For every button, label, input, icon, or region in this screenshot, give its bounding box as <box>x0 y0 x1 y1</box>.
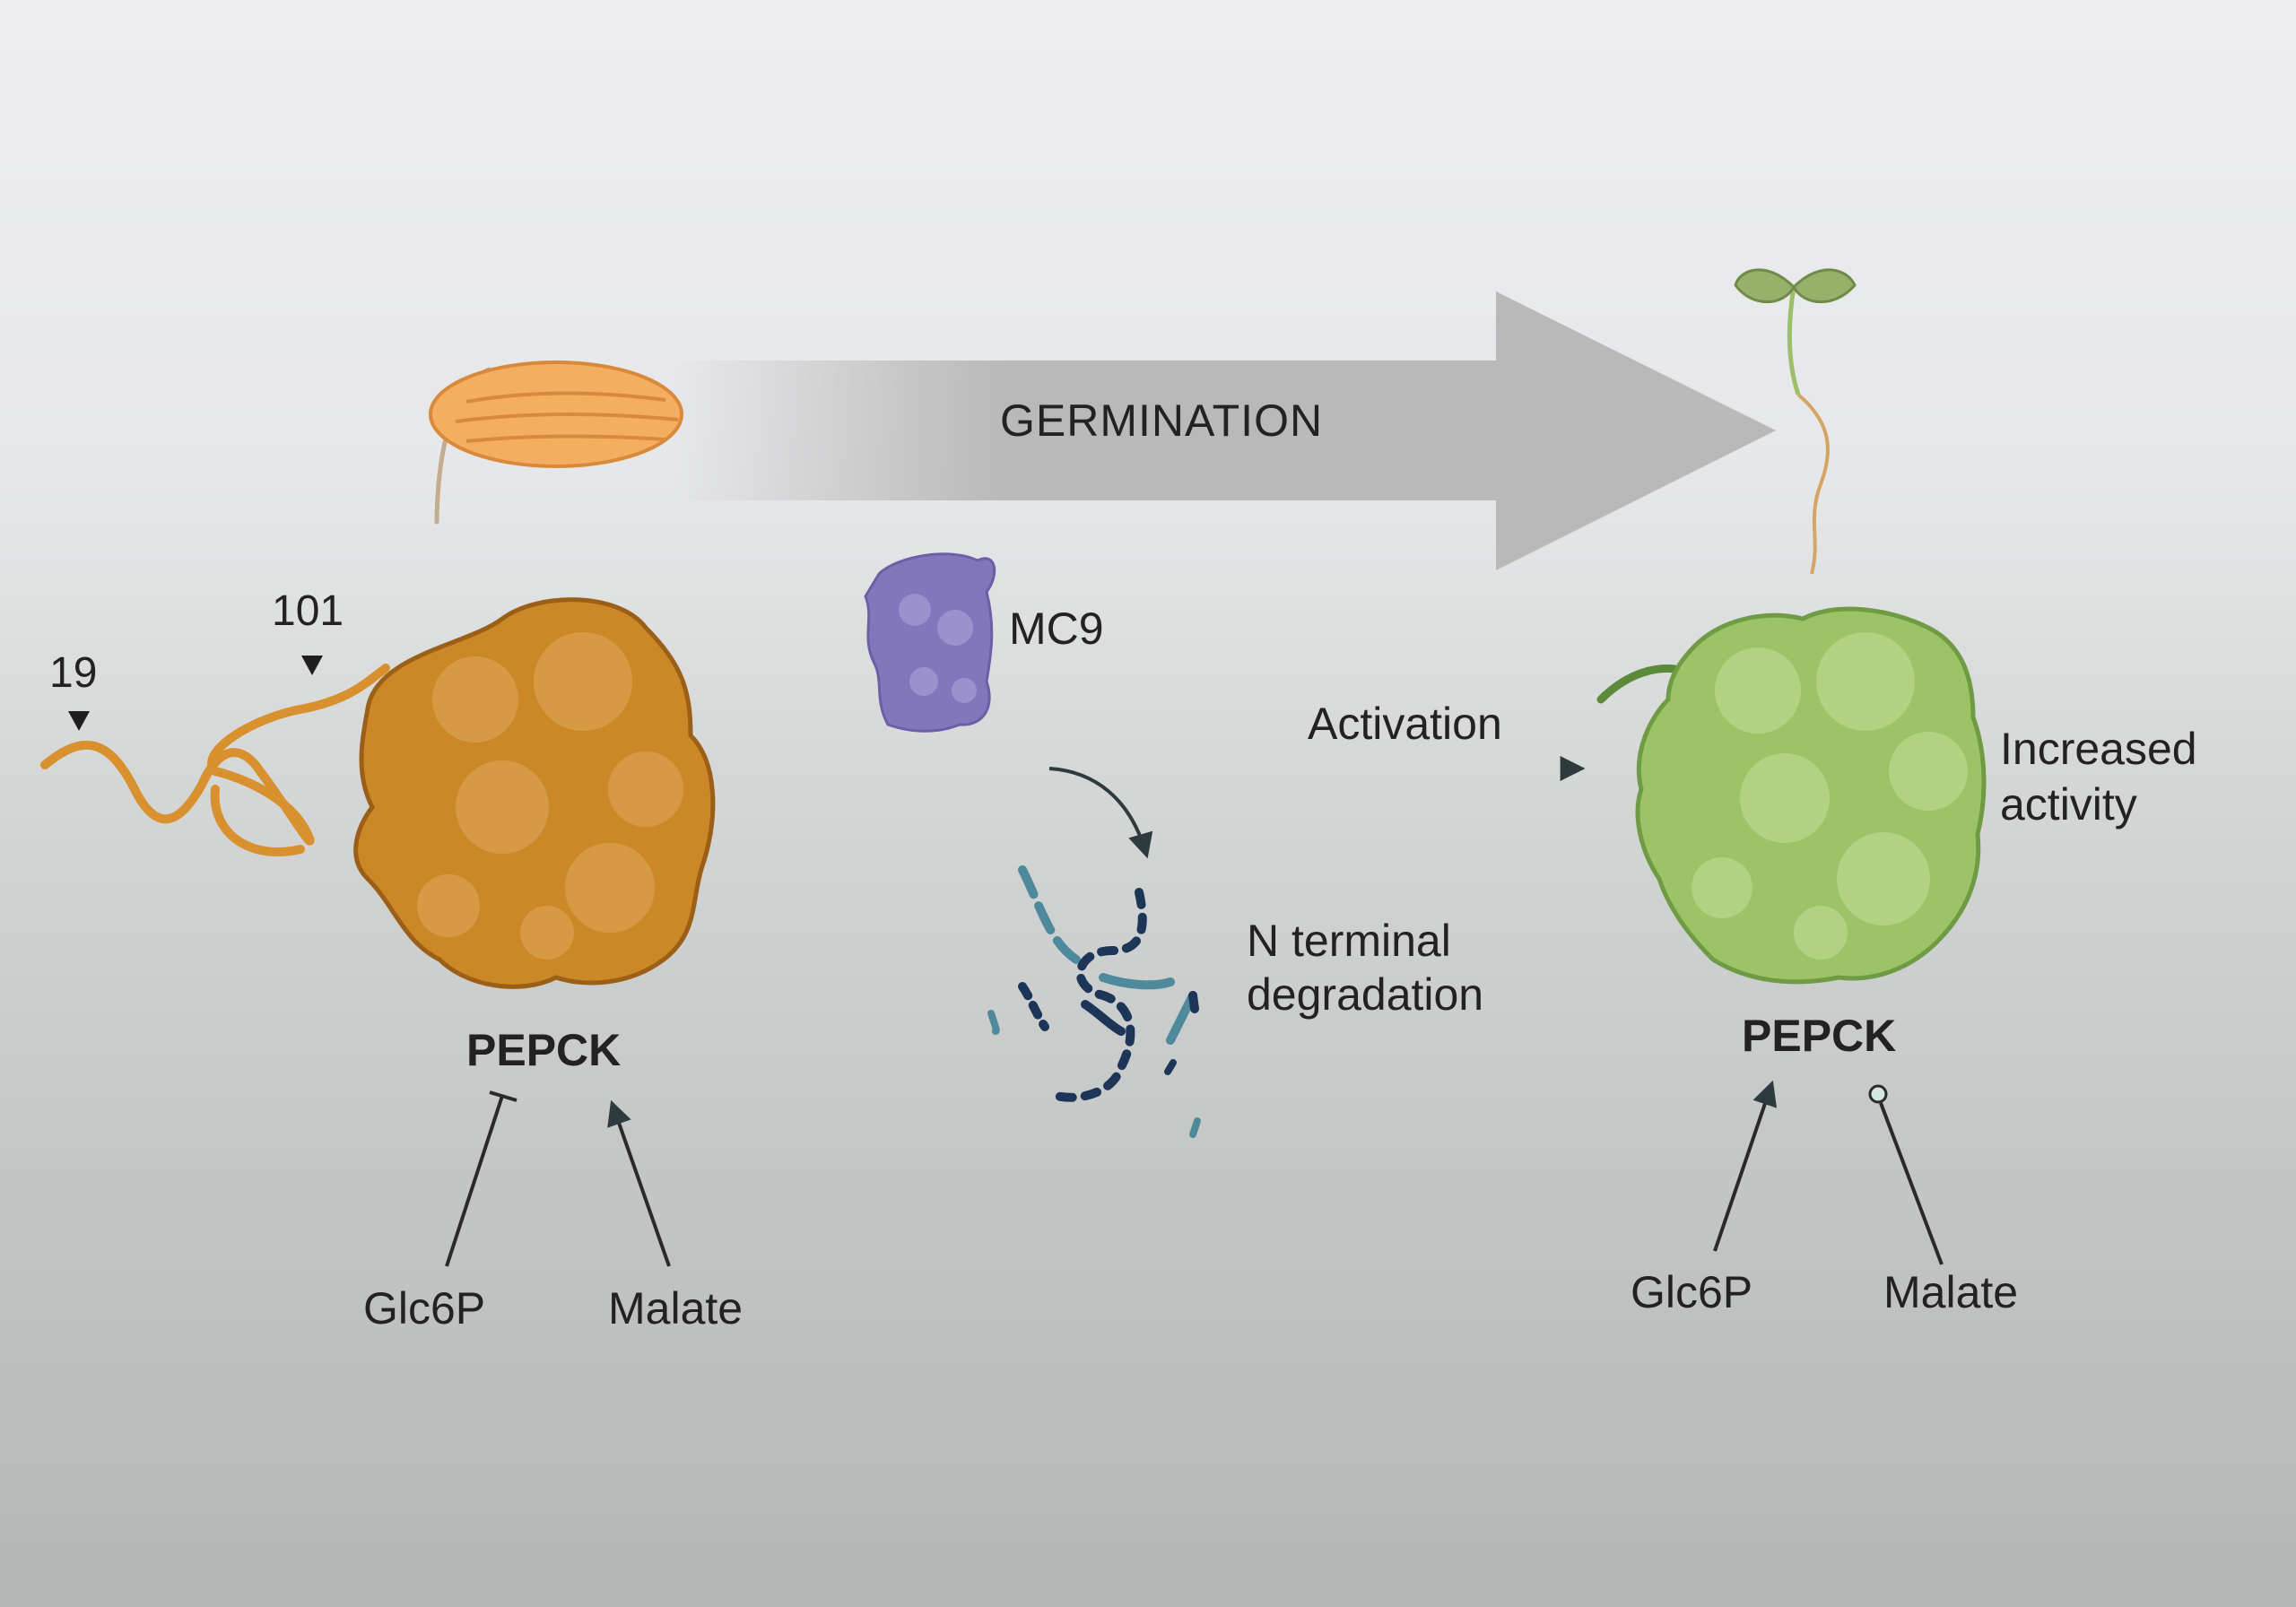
malate-left-label: Malate <box>608 1283 744 1333</box>
residue-19-marker <box>68 711 90 731</box>
increased-activity-label-line2: activity <box>2000 779 2137 830</box>
malate-right-neutral-link <box>1868 1084 1944 1265</box>
pepck-active-protein <box>1596 606 1987 985</box>
glc6p-right-label: Glc6P <box>1631 1267 1753 1317</box>
degradation-label-line1: N terminal <box>1247 916 1451 966</box>
degradation-label-line2: degradation <box>1247 969 1484 1020</box>
residue-19-label: 19 <box>49 649 98 697</box>
pepck-inactive-protein <box>40 597 716 989</box>
degradation-arrow <box>1048 767 1153 859</box>
glc6p-left-label: Glc6P <box>363 1283 486 1333</box>
residue-101-marker <box>301 656 323 675</box>
seedling-icon <box>1734 268 1857 575</box>
germination-label: GERMINATION <box>1000 395 1324 446</box>
increased-activity-label-line1: Increased <box>2000 724 2197 774</box>
degraded-fragments-icon <box>987 865 1201 1138</box>
malate-left-activation-arrow <box>607 1099 671 1267</box>
malate-right-label: Malate <box>1883 1267 2019 1317</box>
mc9-protease-icon <box>864 552 996 733</box>
pepck-right-label: PEPCK <box>1742 1011 1897 1061</box>
germination-arrow <box>673 291 1776 570</box>
pepck-left-label: PEPCK <box>466 1025 622 1075</box>
residue-101-label: 101 <box>272 587 344 635</box>
glc6p-right-activation-arrow <box>1713 1080 1778 1252</box>
activation-label: Activation <box>1308 699 1502 749</box>
mc9-label: MC9 <box>1009 604 1104 654</box>
seed-icon <box>429 360 683 525</box>
glc6p-left-inhibition <box>445 1090 517 1267</box>
